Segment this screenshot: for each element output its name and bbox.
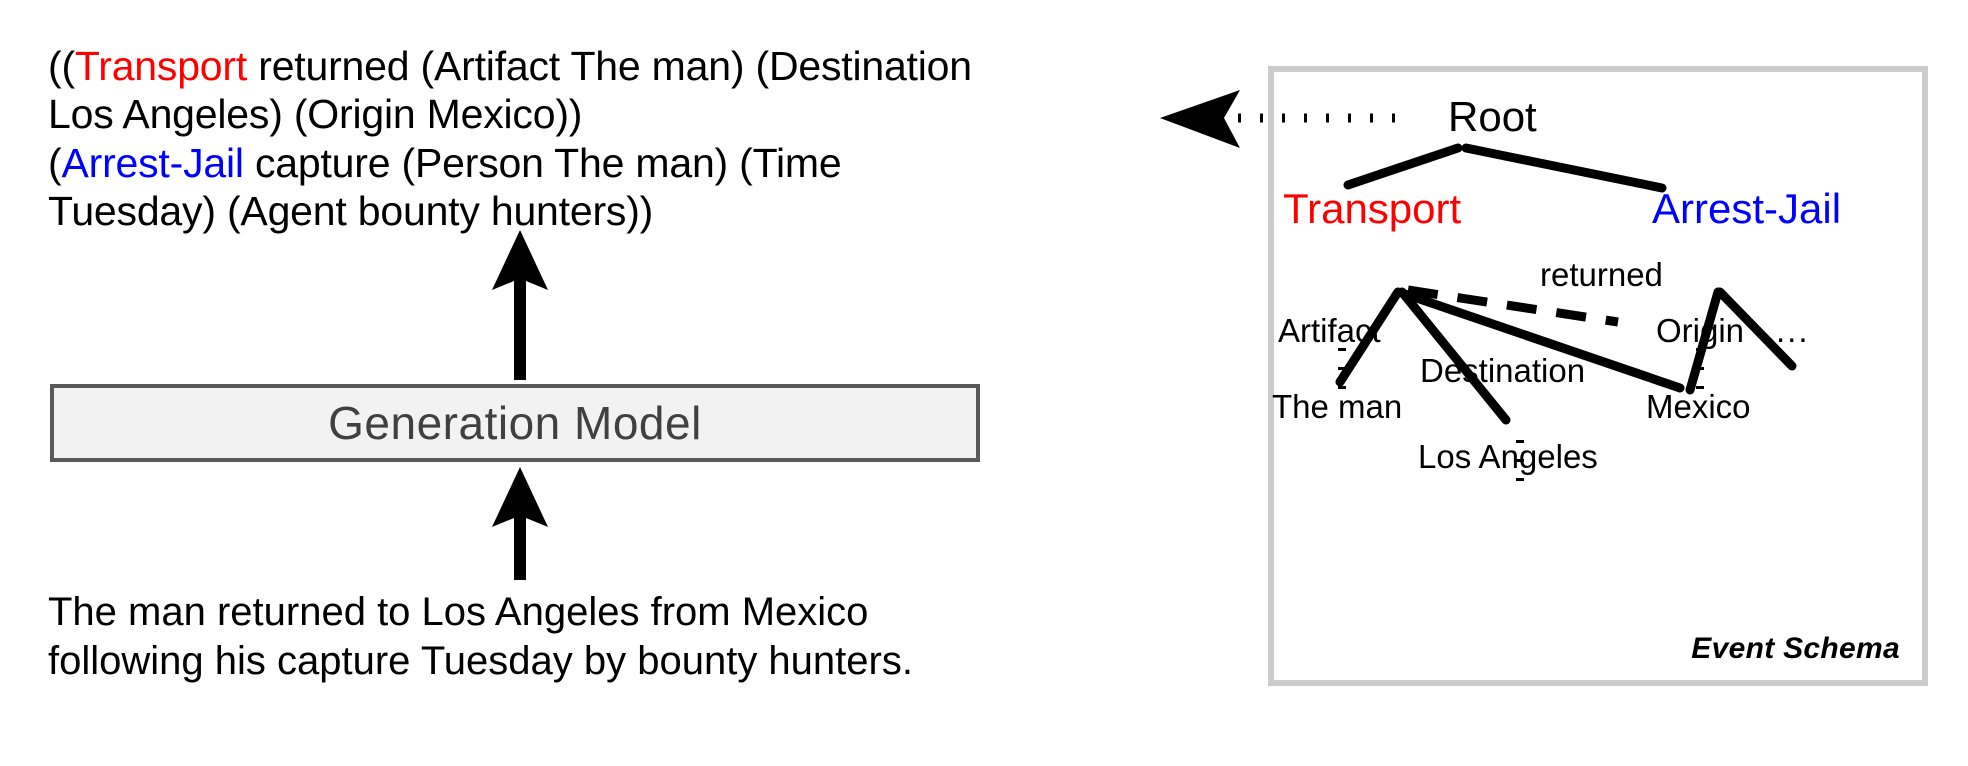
input-sentence-text: The man returned to Los Angeles from Mex… [48,590,913,683]
output-token-transport: Transport [74,43,248,89]
linearized-output-text: ((Transport returned (Artifact The man) … [48,42,993,236]
schema-node-arrest-jail: Arrest-Jail [1652,185,1842,232]
output-segment-open-paren-2: ( [48,139,62,186]
schema-node-root: Root [1448,93,1537,140]
generation-model-label: Generation Model [328,397,702,449]
schema-node-transport: Transport [1283,185,1462,232]
schema-node-value-los-angeles: Los Angeles [1418,438,1598,475]
event-schema-box: Event Schema [1268,66,1928,686]
generation-model-box[interactable]: Generation Model [50,384,980,462]
schema-node-role-artifact: Artifact [1278,312,1381,349]
output-segment-transport-args: returned (Artifact The man) (Destination… [48,43,972,138]
schema-node-value-mexico: Mexico [1646,388,1751,425]
schema-node-arrest-jail-ellipsis: ... [1776,312,1810,349]
output-segment-arrest-args: capture (Person The man) (Time Tuesday) … [48,139,842,235]
schema-node-trigger-returned: returned [1540,256,1663,293]
arrow-sentence-to-model [492,467,548,580]
schema-node-role-origin: Origin [1656,312,1745,349]
output-segment-open-parens: (( [48,43,75,89]
schema-node-role-destination: Destination [1420,352,1586,389]
event-schema-caption: Event Schema [1691,632,1900,665]
schema-node-value-the-man: The man [1272,388,1403,425]
output-token-arrest-jail: Arrest-Jail [61,139,244,186]
arrow-model-to-output [492,230,548,380]
